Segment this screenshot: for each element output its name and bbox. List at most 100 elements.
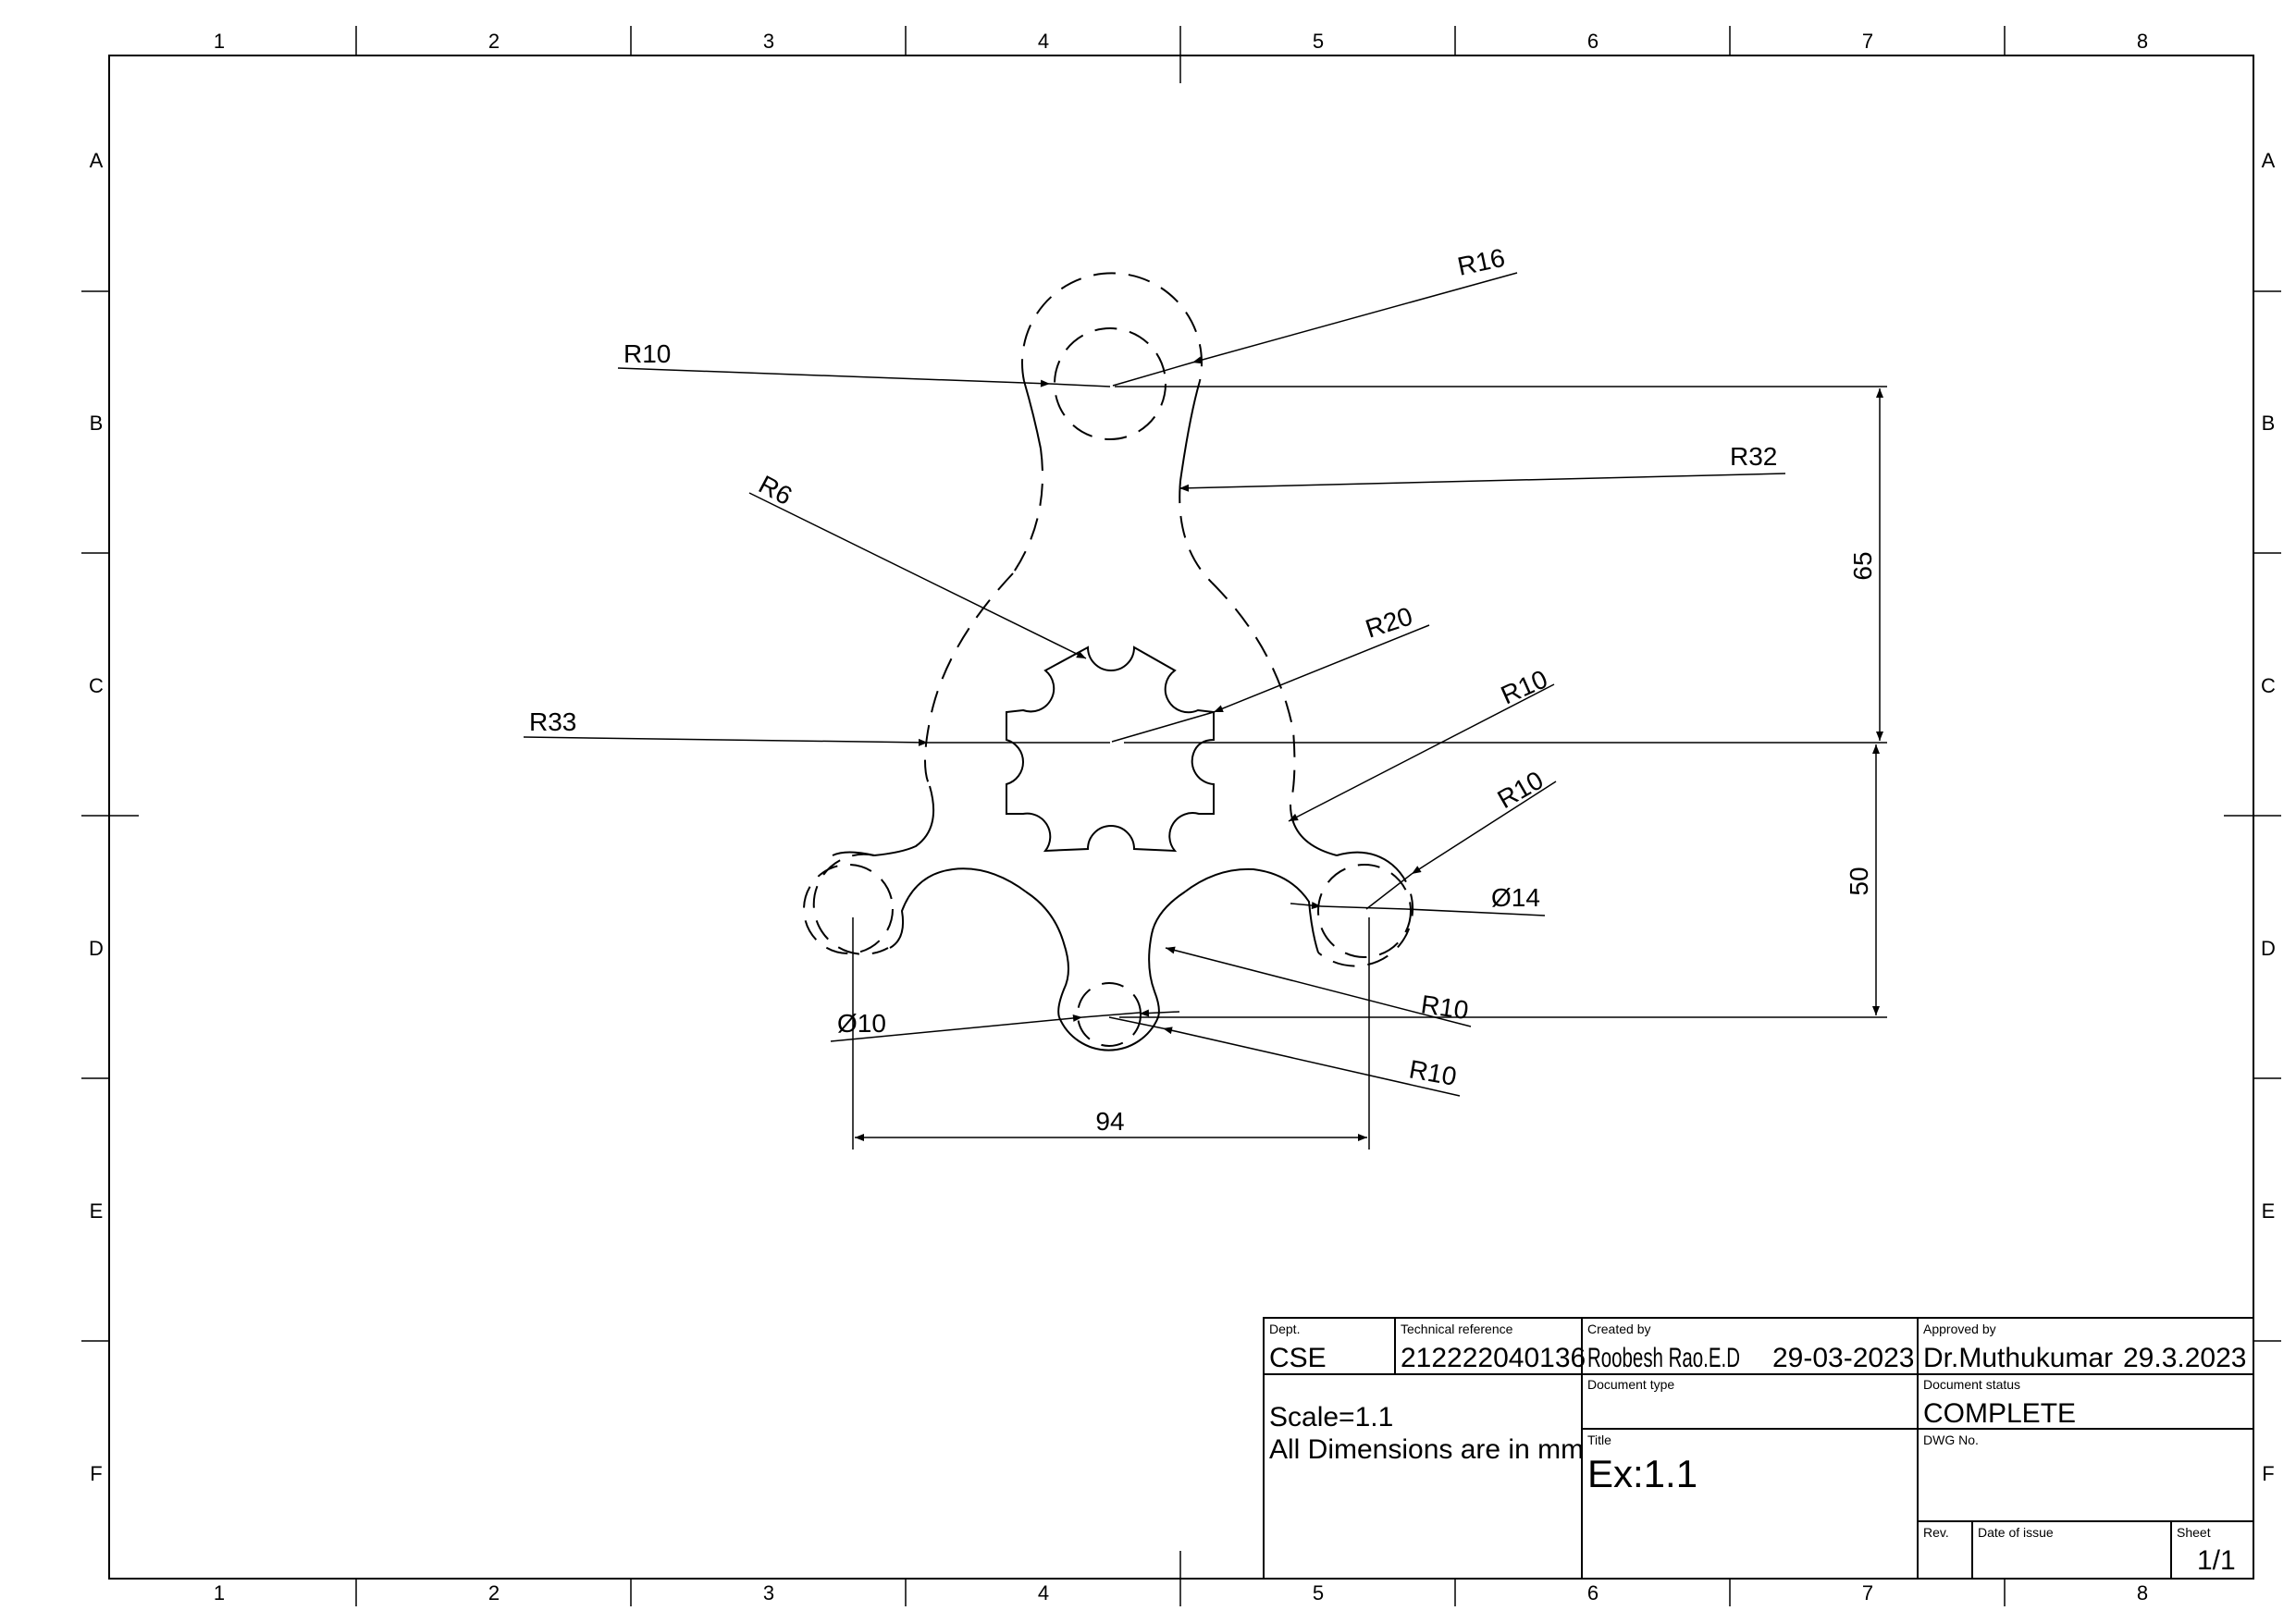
doc-status-label: Document status — [1923, 1377, 2020, 1392]
created-by-date: 29-03-2023 — [1772, 1343, 1914, 1373]
leader-r16 — [1191, 272, 1518, 364]
date-issue-label: Date of issue — [1978, 1525, 2054, 1540]
row-labels-right: A B C D E F — [2261, 149, 2276, 1485]
tech-ref-value: 212222040136 — [1401, 1343, 1586, 1373]
left-lobe-connector — [832, 851, 875, 856]
dim-94: 94 — [1095, 1107, 1124, 1136]
dim-r10-right: R10 — [1497, 664, 1552, 709]
dimension-lines: R10 R16 R32 R6 R20 R33 R10 R10 Ø14 — [523, 243, 1887, 1150]
neck-arc-right-dashed — [1179, 480, 1213, 584]
col-label: 5 — [1313, 1581, 1324, 1605]
title-block: Dept. CSE Technical reference 2122220401… — [1263, 1317, 2254, 1580]
row-label: B — [90, 412, 104, 435]
scale-note: Scale=1.1 — [1269, 1402, 1393, 1432]
leader-r10-lower — [1165, 946, 1472, 1027]
right-lobe-connector — [1336, 851, 1393, 866]
neck-arc-right — [1179, 380, 1201, 482]
leader-r10-top — [617, 367, 1051, 387]
col-label: 6 — [1587, 30, 1599, 53]
leader-r10-lobe-tail — [1365, 873, 1413, 910]
col-label: 3 — [763, 30, 774, 53]
main-body-left-lower — [873, 785, 935, 856]
leader-r10-top-tail — [1049, 383, 1111, 387]
col-label: 6 — [1587, 1581, 1599, 1605]
dim-d10: Ø10 — [837, 1009, 886, 1038]
part-geometry — [803, 272, 1414, 1051]
tech-ref-label: Technical reference — [1401, 1322, 1513, 1336]
right-hole — [1317, 864, 1412, 958]
rev-label: Rev. — [1923, 1525, 1949, 1540]
title-value: Ex:1.1 — [1587, 1452, 1697, 1495]
sheet-value: 1/1 — [2197, 1545, 2236, 1576]
approved-by-date: 29.3.2023 — [2123, 1343, 2246, 1373]
dim-r10-top: R10 — [623, 339, 671, 368]
center-star-cutout — [1006, 646, 1215, 853]
row-label: B — [2262, 412, 2276, 435]
left-lobe-outer — [812, 853, 889, 955]
col-label: 1 — [214, 30, 225, 53]
created-by-label: Created by — [1587, 1322, 1650, 1336]
right-lobe-outer — [1317, 864, 1414, 967]
main-body-right-lower — [1290, 804, 1338, 856]
leader-r10-bottom — [1162, 1027, 1461, 1097]
dim-d14: Ø14 — [1491, 883, 1540, 912]
leader-r10-right — [1288, 683, 1555, 822]
col-label: 3 — [763, 1581, 774, 1605]
column-labels-top: 1 2 3 4 5 6 7 8 — [214, 30, 2148, 53]
col-label: 5 — [1313, 30, 1324, 53]
approved-by-label: Approved by — [1923, 1322, 1996, 1336]
approved-by-name: Dr.Muthukumar — [1923, 1343, 2113, 1373]
top-hole — [1054, 327, 1167, 440]
col-label: 2 — [488, 1581, 500, 1605]
main-body-arc-left — [924, 572, 1014, 787]
dim-r6: R6 — [754, 470, 796, 510]
leader-r10-bottom-tail — [1108, 1016, 1164, 1029]
leader-r20-tail — [1111, 711, 1215, 743]
right-lower-fillet — [1148, 867, 1319, 1018]
row-labels-left: A B C D E F — [89, 149, 104, 1485]
top-boss-outer-arc — [1021, 272, 1203, 382]
dim-r10-lower: R10 — [1419, 990, 1470, 1025]
row-label: F — [2262, 1462, 2274, 1485]
neck-arc-left — [1023, 380, 1042, 449]
col-label: 4 — [1038, 1581, 1049, 1605]
col-label: 2 — [488, 30, 500, 53]
neck-arc-left-dashed — [1012, 448, 1043, 574]
column-labels-bottom: 1 2 3 4 5 6 7 8 — [214, 1581, 2148, 1605]
created-by-name: Roobesh Rao.E.D — [1587, 1343, 1740, 1373]
row-label: F — [90, 1462, 102, 1485]
main-body-arc-right — [1211, 582, 1296, 805]
doc-status-value: COMPLETE — [1923, 1398, 2076, 1429]
dim-r20: R20 — [1362, 601, 1415, 643]
col-label: 8 — [2137, 1581, 2148, 1605]
row-label: E — [90, 1199, 104, 1223]
row-label: E — [2262, 1199, 2276, 1223]
dept-label: Dept. — [1269, 1322, 1300, 1336]
title-block-frame — [1263, 1317, 2254, 1580]
leader-d10 — [830, 1014, 1083, 1042]
leader-d10-arrow — [1139, 1009, 1180, 1017]
col-label: 7 — [1862, 30, 1873, 53]
dwg-no-label: DWG No. — [1923, 1432, 1979, 1447]
leader-r20 — [1213, 624, 1430, 713]
leader-d14 — [1405, 908, 1546, 916]
sheet-label: Sheet — [2177, 1525, 2211, 1540]
col-label: 7 — [1862, 1581, 1873, 1605]
row-label: C — [89, 674, 104, 697]
doc-type-label: Document type — [1587, 1377, 1674, 1392]
leader-d14-arrow — [1290, 902, 1322, 910]
row-label: D — [2261, 937, 2276, 960]
col-label: 1 — [214, 1581, 225, 1605]
leader-r32 — [1179, 473, 1786, 492]
leader-r16-tail — [1112, 362, 1193, 387]
units-note: All Dimensions are in mm — [1269, 1434, 1584, 1465]
leader-d14-span — [1320, 905, 1407, 910]
col-label: 8 — [2137, 30, 2148, 53]
zone-ticks — [81, 26, 2281, 1606]
leader-r6 — [748, 492, 1087, 659]
leader-d10-span — [1081, 1012, 1141, 1018]
dim-r10-lobe: R10 — [1493, 766, 1549, 815]
row-label: D — [89, 937, 104, 960]
leader-r33 — [523, 736, 929, 746]
